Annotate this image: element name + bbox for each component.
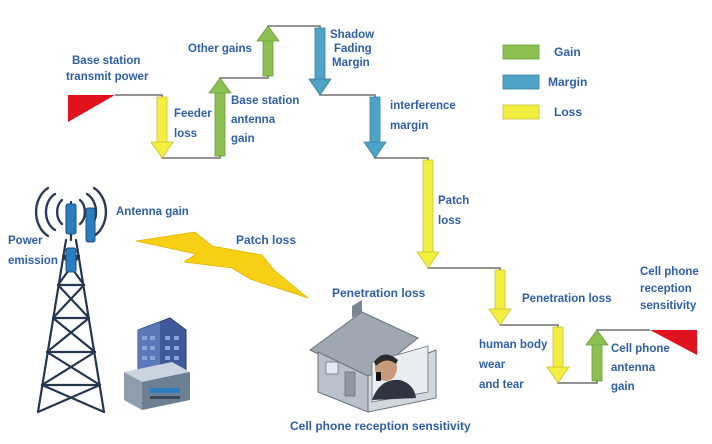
transmit-power-triangle	[68, 95, 115, 122]
legend-swatch-gain	[502, 44, 540, 60]
label-interference-margin: interference margin	[390, 100, 459, 132]
legend-label-margin: Margin	[548, 75, 587, 89]
label-other-gains: Other gains	[188, 43, 252, 55]
bs-antenna-gain-arrow	[208, 77, 232, 157]
label-cell-phone-reception-sensitivity-right: Cell phone reception sensitivity	[640, 266, 702, 312]
base-station-equipment-icon	[124, 362, 190, 410]
legend-label-gain: Gain	[554, 45, 581, 59]
patch-loss-arrow	[416, 159, 440, 269]
other-gains-arrow	[256, 25, 280, 77]
person-on-phone-icon	[372, 354, 416, 400]
label-base-station-transmit-power: Base station transmit power	[66, 55, 149, 83]
label-shadow-fading-margin: Shadow Fading Margin	[330, 29, 377, 69]
label-penetration-loss-center: Penetration loss	[332, 286, 426, 300]
feeder-loss-arrow	[150, 96, 174, 159]
house-icon	[309, 300, 437, 413]
label-cell-phone-antenna-gain: Cell phone antenna gain	[611, 343, 673, 393]
interference-margin-arrow	[363, 96, 387, 159]
label-patch-loss-right: Patch loss	[438, 195, 473, 227]
legend-label-loss: Loss	[554, 105, 582, 119]
lightning-bolt-icon	[135, 231, 309, 299]
tower-antenna-panel-2	[85, 207, 96, 243]
legend-swatch-loss	[502, 104, 540, 120]
shadow-fading-margin-arrow	[308, 27, 332, 96]
legend-swatch-margin	[502, 74, 540, 90]
label-antenna-gain: Antenna gain	[116, 206, 189, 218]
penetration-loss-arrow	[488, 269, 512, 326]
tower-antenna-panel	[65, 203, 77, 235]
human-body-loss-arrow	[546, 326, 570, 384]
reception-sensitivity-triangle	[650, 330, 697, 355]
label-power-emission: Power emission	[8, 235, 58, 267]
label-cell-phone-reception-sensitivity-bottom: Cell phone reception sensitivity	[290, 419, 471, 433]
radio-waves-icon	[34, 186, 108, 238]
legend: Gain Margin Loss	[502, 44, 587, 120]
label-feeder-loss: Feeder loss	[174, 108, 215, 140]
label-human-body-wear: human body wear and tear	[478, 339, 551, 391]
label-base-station-antenna-gain: Base station antenna gain	[231, 95, 303, 145]
phone-antenna-gain-arrow	[585, 329, 609, 382]
label-patch-loss-left: Patch loss	[236, 233, 296, 247]
label-penetration-loss-right: Penetration loss	[522, 293, 611, 305]
tower-antenna-panel-3	[65, 247, 77, 273]
